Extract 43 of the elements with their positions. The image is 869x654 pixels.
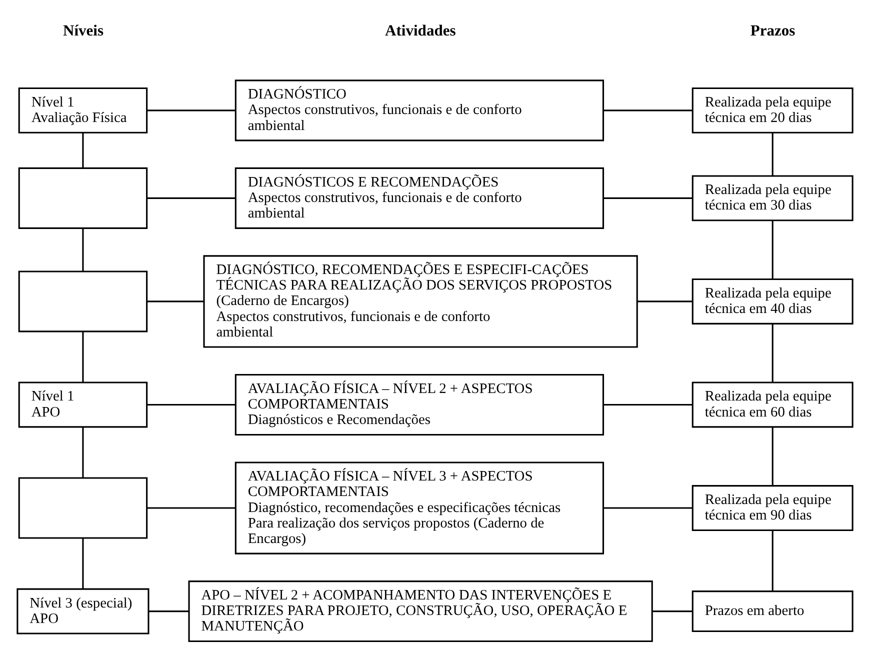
connector — [146, 110, 235, 112]
connector — [146, 197, 235, 199]
node-box: APO – NÍVEL 2 + ACOMPANHAMENTO DAS INTERVENÇÕES E DIRETRIZES PARA PROJETO, CONSTRUÇÃO, USO, OPERAÇÃO E MANUTENÇÃO — [188, 580, 652, 642]
connector — [636, 300, 692, 302]
connector — [82, 538, 84, 590]
node-box — [18, 477, 148, 539]
connector — [82, 228, 84, 272]
connector — [602, 197, 692, 199]
label: Níveis — [62, 22, 104, 40]
connector — [82, 132, 84, 168]
connector — [771, 132, 773, 176]
node-box — [18, 167, 148, 229]
label: Atividades — [384, 22, 456, 40]
connector — [602, 507, 692, 509]
node-box: Realizada pela equipe técnica em 60 dias — [691, 382, 853, 428]
node-box: Nível 1 APO — [18, 382, 148, 428]
connector — [602, 110, 692, 112]
node-box: DIAGNÓSTICO, RECOMENDAÇÕES E ESPECIFI-CAÇÕES TÉCNICAS PARA REALIZAÇÃO DOS SERVIÇOS PROPOSTOS (Caderno de Encargos) Aspectos construtivos, funcionais e de conforto ambiental — [202, 255, 638, 348]
node-box: Prazos em aberto — [691, 590, 853, 632]
connector — [82, 332, 84, 382]
node-box: DIAGNÓSTICO Aspectos construtivos, funcionais e de conforto ambiental — [234, 80, 604, 142]
connector — [602, 404, 692, 406]
node-box: AVALIAÇÃO FÍSICA – NÍVEL 3 + ASPECTOS COMPORTAMENTAIS Diagnóstico, recomendações e especificações técnicas Para realização dos serviços propostos (Caderno de Encargos) — [234, 462, 604, 554]
node-box: Realizada pela equipe técnica em 90 dias — [691, 485, 853, 531]
node-box: Nível 1 Avaliação Física — [18, 87, 148, 134]
connector — [771, 427, 773, 486]
node-box: Realizada pela equipe técnica em 40 dias — [691, 278, 853, 324]
node-box: AVALIAÇÃO FÍSICA – NÍVEL 2 + ASPECTOS COMPORTAMENTAIS Diagnósticos e Recomendações — [234, 374, 604, 436]
node-box: DIAGNÓSTICOS E RECOMENDAÇÕES Aspectos construtivos, funcionais e de conforto ambiental — [234, 167, 604, 229]
label: Prazos — [750, 22, 795, 40]
connector — [146, 507, 235, 509]
connector — [148, 610, 188, 612]
connector — [146, 300, 204, 302]
connector — [771, 220, 773, 279]
connector — [771, 530, 773, 592]
connector — [146, 404, 235, 406]
node-box: Realizada pela equipe técnica em 30 dias — [691, 175, 853, 222]
connector — [771, 324, 773, 382]
node-box: Realizada pela equipe técnica em 20 dias — [691, 87, 853, 134]
connector — [82, 427, 84, 478]
node-box — [18, 270, 148, 332]
node-box: Nível 3 (especial) APO — [16, 588, 149, 634]
connector — [652, 610, 692, 612]
